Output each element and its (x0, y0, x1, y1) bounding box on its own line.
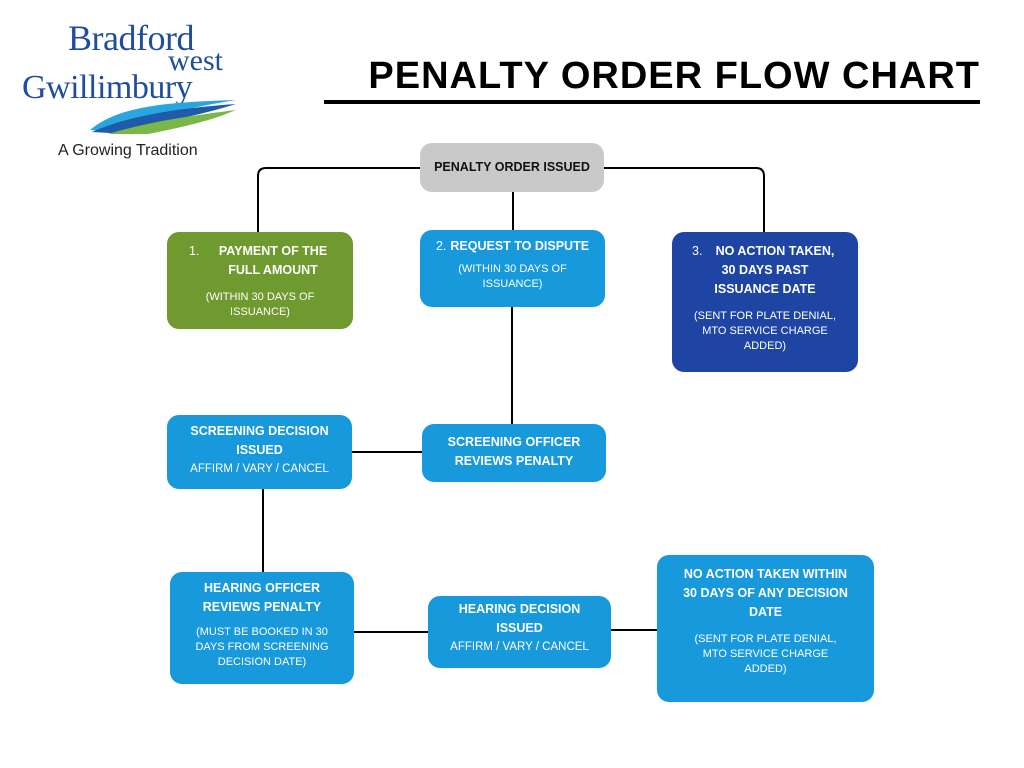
box-no-action-title-line1: NO ACTION TAKEN, (715, 244, 835, 258)
box-no-action-title-line3: ISSUANCE DATE (714, 282, 816, 296)
box-penalty-order-issued-title: PENALTY ORDER ISSUED (434, 160, 590, 174)
box-screening-officer-reviews: SCREENING OFFICER REVIEWS PENALTY (422, 424, 606, 482)
box-payment-full-amount: 1. PAYMENT OF THE FULL AMOUNT (WITHIN 30… (167, 232, 353, 329)
box-hearing-decision-title: HEARING DECISION ISSUED (458, 602, 581, 635)
box-dispute-number: 2. (435, 239, 447, 253)
box-screening-officer-title: SCREENING OFFICER REVIEWS PENALTY (447, 435, 581, 468)
box-screening-decision-note: AFFIRM / VARY / CANCEL (190, 463, 329, 475)
logo-text-bradford: Bradford (68, 18, 194, 58)
box-no-action-decision-title: NO ACTION TAKEN WITHIN 30 DAYS OF ANY DE… (683, 567, 848, 619)
box-no-action-note: (SENT FOR PLATE DENIAL, MTO SERVICE CHAR… (693, 310, 836, 352)
box-request-to-dispute: 2.REQUEST TO DISPUTE (WITHIN 30 DAYS OF … (420, 230, 605, 307)
box-screening-decision-title: SCREENING DECISION ISSUED (190, 424, 329, 457)
box-hearing-officer-reviews: HEARING OFFICER REVIEWS PENALTY (MUST BE… (170, 572, 354, 684)
box-no-action-taken: 3. NO ACTION TAKEN, 30 DAYS PAST ISSUANC… (672, 232, 858, 372)
box-no-action-decision-note: (SENT FOR PLATE DENIAL, MTO SERVICE CHAR… (694, 633, 837, 675)
box-screening-decision-issued: SCREENING DECISION ISSUED AFFIRM / VARY … (167, 415, 352, 489)
box-hearing-officer-note: (MUST BE BOOKED IN 30 DAYS FROM SCREENIN… (195, 626, 329, 668)
box-hearing-decision-issued: HEARING DECISION ISSUED AFFIRM / VARY / … (428, 596, 611, 668)
box-hearing-decision-note: AFFIRM / VARY / CANCEL (450, 641, 589, 653)
logo-swoosh-icon (90, 100, 236, 134)
box-dispute-title: REQUEST TO DISPUTE (450, 239, 590, 253)
box-payment-title-line1: PAYMENT OF THE (218, 244, 328, 258)
box-payment-note: (WITHIN 30 DAYS OF ISSUANCE) (205, 291, 315, 318)
box-no-action-number: 3. (692, 244, 703, 258)
box-hearing-officer-title: HEARING OFFICER REVIEWS PENALTY (202, 581, 322, 614)
box-payment-number: 1. (189, 244, 200, 258)
box-penalty-order-issued: PENALTY ORDER ISSUED (420, 143, 604, 192)
connector-issued-to-no-action (604, 167, 765, 232)
connector-issued-to-payment (257, 167, 420, 232)
logo-tagline: A Growing Tradition (58, 142, 198, 159)
box-dispute-note: (WITHIN 30 DAYS OF ISSUANCE) (458, 263, 567, 290)
municipality-logo: Bradford west Gwillimbury A Growing Trad… (20, 18, 250, 168)
logo-text-west: west (168, 44, 223, 77)
page-title: PENALTY ORDER FLOW CHART (324, 54, 980, 104)
box-payment-title-line2: FULL AMOUNT (228, 263, 318, 277)
logo-text-gwillimbury: Gwillimbury (22, 69, 193, 106)
box-no-action-title-line2: 30 DAYS PAST (721, 263, 809, 277)
box-no-action-after-decision: NO ACTION TAKEN WITHIN 30 DAYS OF ANY DE… (657, 555, 874, 702)
